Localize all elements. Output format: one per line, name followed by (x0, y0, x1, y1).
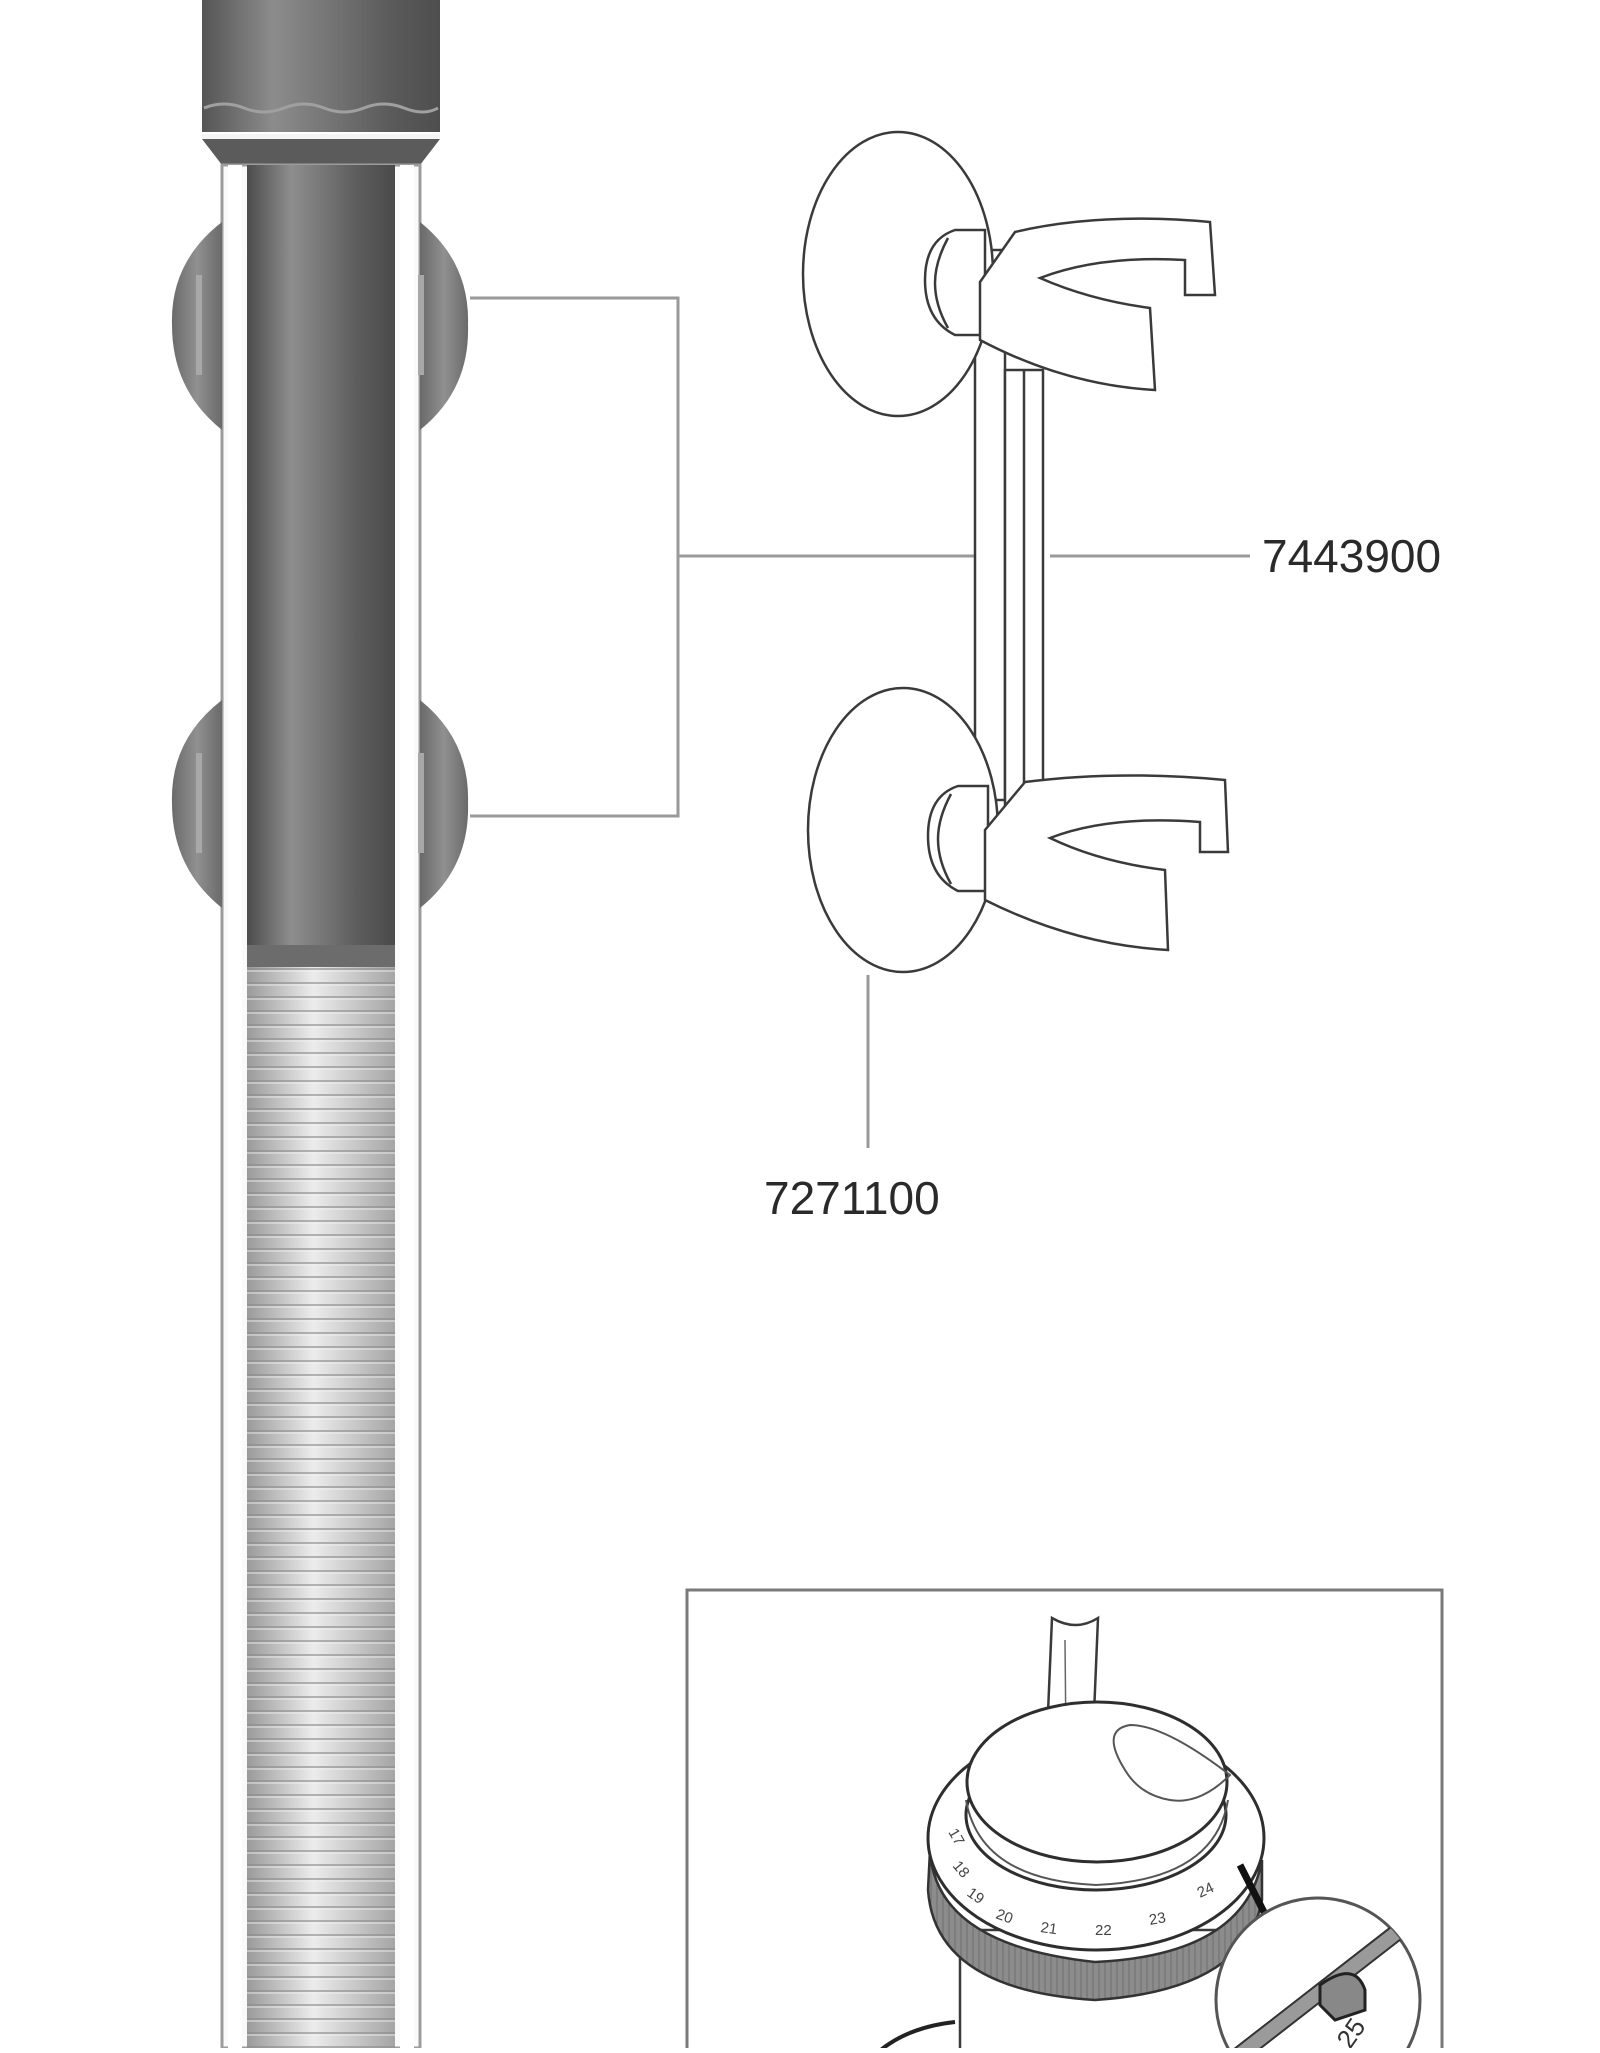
suction-cup-lower (806, 686, 1000, 974)
holder-clip (801, 130, 1230, 974)
heater-suction-cup-upper (171, 222, 469, 430)
magnifier-callout: 25 (1214, 1896, 1422, 2048)
heating-element-upper (247, 165, 395, 955)
dial-pointer (1236, 1863, 1272, 1922)
heater (171, 0, 469, 2050)
heater-suction-cup-lower (171, 700, 469, 908)
dial-number: 19 (964, 1884, 987, 1907)
dial-number: 22 (1095, 1922, 1112, 1939)
heating-element-ribbed (247, 967, 395, 2048)
heater-cap (202, 0, 440, 165)
dial-number: 23 (1148, 1909, 1167, 1929)
leader-lines (470, 296, 1250, 1148)
dial-number: 21 (1039, 1919, 1058, 1938)
part-number-suction-cup: 7271100 (764, 1172, 940, 1224)
dial-number: 20 (994, 1906, 1015, 1928)
dial-number: 17 (945, 1826, 968, 1849)
dial-number: 24 (1195, 1879, 1217, 1901)
dial-scale: 17 18 19 20 21 22 23 24 (945, 1826, 1217, 1940)
dial-inset: 17 18 19 20 21 22 23 24 (685, 1588, 1444, 2053)
part-number-holder: 7443900 (1262, 530, 1442, 582)
suction-cup-upper (801, 130, 995, 418)
